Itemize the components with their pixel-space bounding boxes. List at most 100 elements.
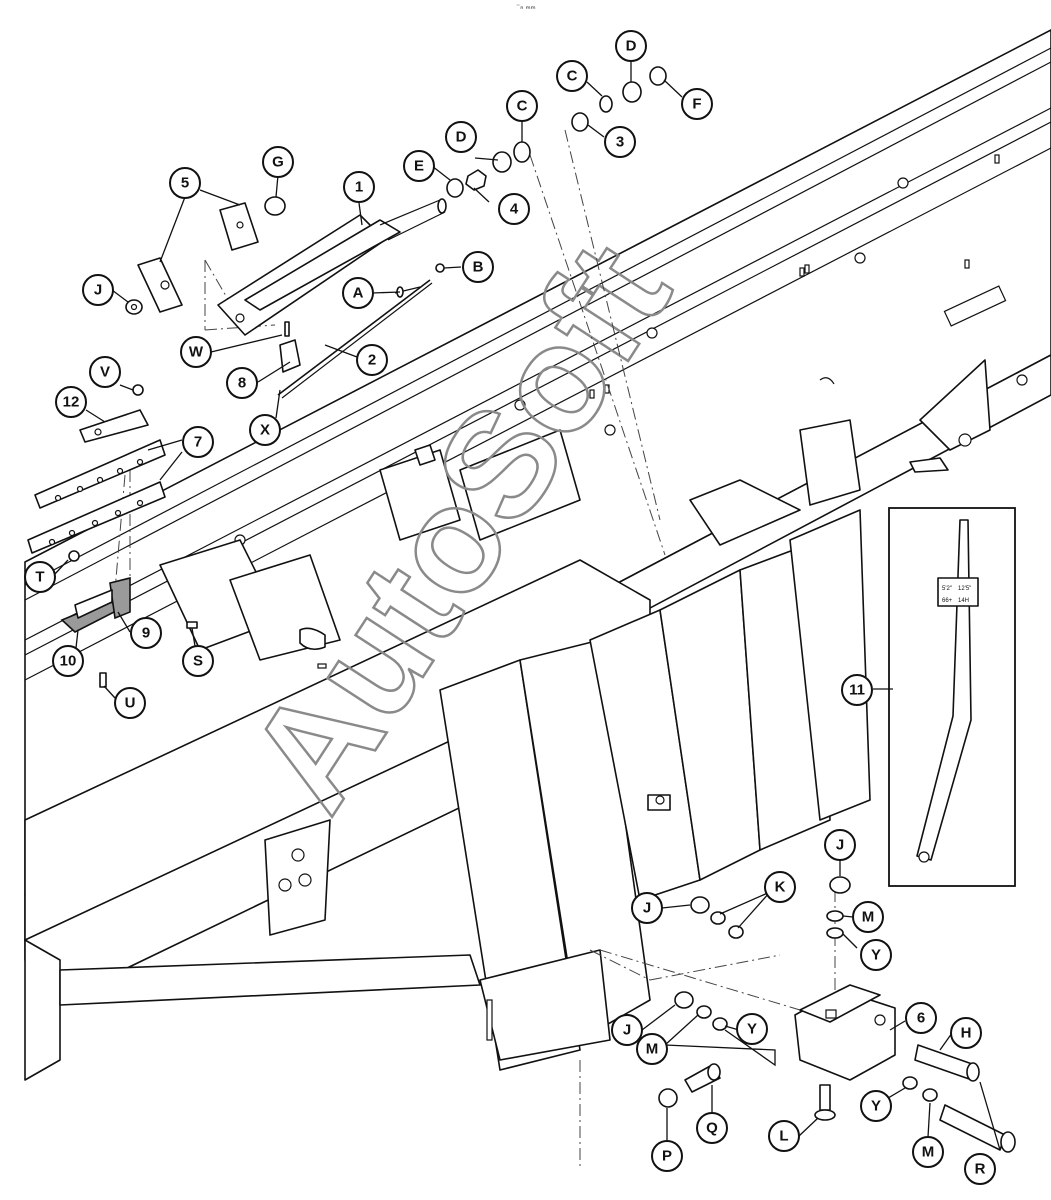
svg-text:12'5": 12'5" — [958, 586, 971, 592]
callout-10: 10 — [52, 645, 84, 677]
svg-text:S: S — [193, 653, 203, 670]
callout-8: 8 — [226, 367, 258, 399]
svg-text:14H: 14H — [958, 598, 969, 604]
callout-X: X — [249, 414, 281, 446]
svg-text:Y: Y — [871, 947, 881, 964]
svg-text:D: D — [626, 38, 637, 55]
callout-3: 3 — [604, 126, 636, 158]
gauge-inset: 5'2" 12'5" 66+ 14H — [888, 507, 1016, 887]
callout-L: L — [768, 1120, 800, 1152]
svg-text:M: M — [922, 1144, 935, 1161]
callout-R: R — [964, 1153, 996, 1185]
callout-9: 9 — [130, 617, 162, 649]
callout-S: S — [182, 645, 214, 677]
callout-T: T — [24, 561, 56, 593]
callout-labels: 1 2 3 4 5 6 7 8 9 10 11 12 A B C C D D E… — [24, 30, 996, 1185]
svg-text:2: 2 — [368, 352, 376, 369]
svg-text:C: C — [567, 68, 578, 85]
svg-text:U: U — [125, 695, 136, 712]
svg-text:J: J — [623, 1022, 631, 1039]
svg-text:1: 1 — [355, 179, 363, 196]
callout-K: K — [764, 871, 796, 903]
callout-C2: C — [556, 60, 588, 92]
svg-text:7: 7 — [194, 434, 202, 451]
svg-text:J: J — [94, 282, 102, 299]
callout-J3: J — [631, 892, 663, 924]
callout-M2: M — [636, 1033, 668, 1065]
svg-text:G: G — [272, 154, 284, 171]
svg-text:3: 3 — [616, 134, 624, 151]
svg-text:6: 6 — [917, 1010, 925, 1027]
svg-text:P: P — [662, 1148, 672, 1165]
svg-text:B: B — [473, 259, 484, 276]
alignment-lines — [114, 129, 836, 1170]
svg-text:R: R — [975, 1161, 986, 1178]
callout-E: E — [403, 150, 435, 182]
svg-text:K: K — [775, 879, 786, 896]
svg-text:5: 5 — [181, 175, 189, 192]
svg-text:8: 8 — [238, 375, 246, 392]
svg-text:66+: 66+ — [942, 598, 953, 604]
svg-text:F: F — [692, 96, 701, 113]
svg-text:11: 11 — [849, 682, 865, 699]
callout-C1: C — [506, 90, 538, 122]
svg-text:M: M — [862, 909, 875, 926]
callout-D1: D — [445, 121, 477, 153]
callout-Y2: Y — [736, 1013, 768, 1045]
callout-11: 11 — [841, 674, 873, 706]
linkage-assembly — [125, 66, 667, 399]
callout-B: B — [462, 251, 494, 283]
svg-text:5'2": 5'2" — [942, 586, 952, 592]
svg-text:H: H — [961, 1025, 972, 1042]
left-brackets — [27, 384, 949, 688]
svg-text:J: J — [836, 837, 844, 854]
svg-text:A: A — [353, 285, 364, 302]
callout-J4: J — [611, 1014, 643, 1046]
svg-text:J: J — [643, 900, 651, 917]
svg-text:T: T — [35, 569, 44, 586]
callout-J2: J — [824, 829, 856, 861]
svg-text:C: C — [517, 98, 528, 115]
callout-4: 4 — [498, 193, 530, 225]
svg-text:⁻ₙ ₘₘ: ⁻ₙ ₘₘ — [516, 2, 536, 11]
svg-text:E: E — [414, 158, 424, 175]
callout-V: V — [89, 356, 121, 388]
callout-1: 1 — [343, 171, 375, 203]
callout-F: F — [681, 88, 713, 120]
svg-text:D: D — [456, 129, 467, 146]
leader-lines — [53, 60, 1001, 1151]
svg-text:12: 12 — [63, 394, 80, 411]
callout-P: P — [651, 1140, 683, 1172]
svg-text:Q: Q — [706, 1120, 718, 1137]
mounting-hardware — [658, 876, 1016, 1153]
callout-G: G — [262, 146, 294, 178]
callout-J1: J — [82, 274, 114, 306]
svg-text:V: V — [100, 364, 110, 381]
callout-A: A — [342, 277, 374, 309]
svg-text:M: M — [646, 1041, 659, 1058]
svg-text:L: L — [779, 1128, 788, 1145]
svg-text:4: 4 — [510, 201, 519, 218]
callout-W: W — [180, 336, 212, 368]
callout-M1: M — [852, 901, 884, 933]
callout-D2: D — [615, 30, 647, 62]
callout-12: 12 — [55, 386, 87, 418]
callout-Q: Q — [696, 1112, 728, 1144]
callout-Y1: Y — [860, 939, 892, 971]
svg-text:Y: Y — [871, 1098, 881, 1115]
callout-6: 6 — [905, 1002, 937, 1034]
svg-text:10: 10 — [60, 653, 77, 670]
callout-Y3: Y — [860, 1090, 892, 1122]
svg-text:9: 9 — [142, 625, 150, 642]
svg-text:Y: Y — [747, 1021, 757, 1038]
callout-5: 5 — [169, 167, 201, 199]
callout-2: 2 — [356, 344, 388, 376]
svg-text:W: W — [189, 344, 204, 361]
callout-H: H — [950, 1017, 982, 1049]
callout-7: 7 — [182, 426, 214, 458]
svg-text:X: X — [260, 422, 270, 439]
callout-M3: M — [912, 1136, 944, 1168]
callout-U: U — [114, 687, 146, 719]
